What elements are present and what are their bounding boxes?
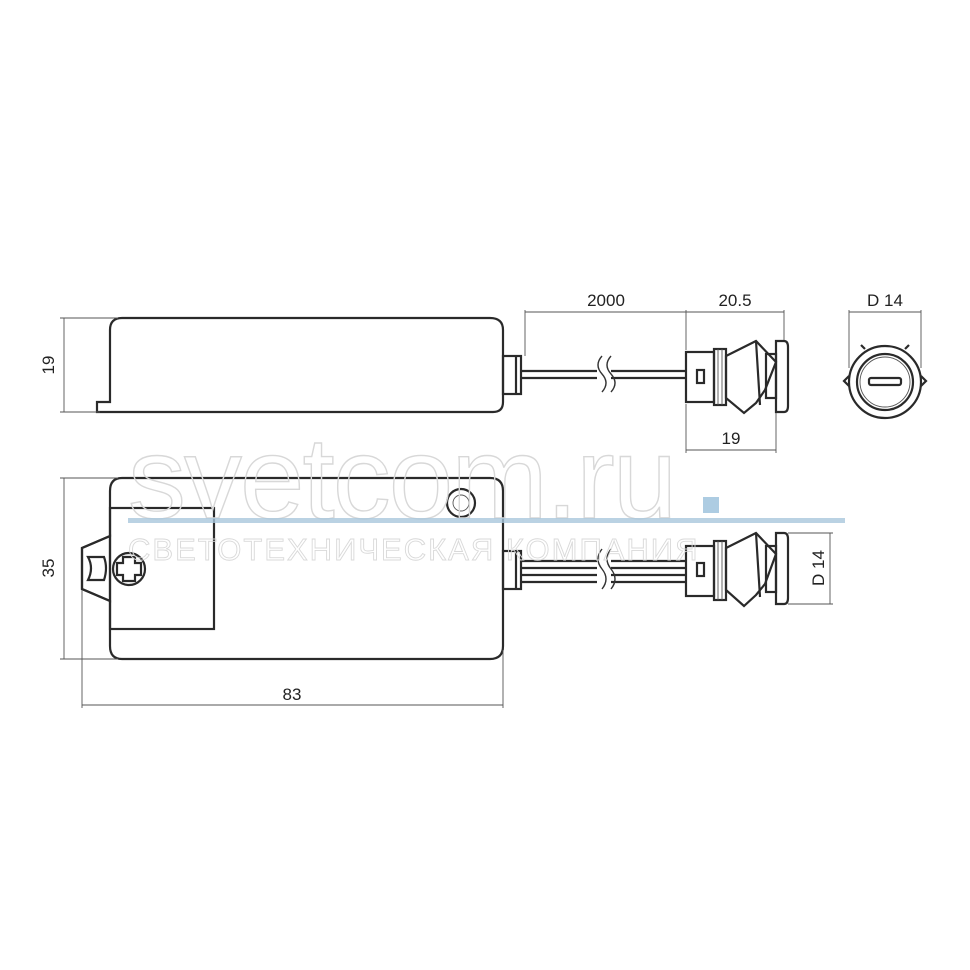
watermark-bar [128,518,845,523]
side-view-driver [95,316,523,414]
dim-side-height: 19 [39,356,58,375]
watermark-brand: svetcom.ru [128,413,675,543]
dim-top-height: 35 [39,559,58,578]
dim-cable-length: 2000 [587,291,625,310]
side-view-sensor [684,339,790,415]
dim-front-diameter: D 14 [867,291,903,310]
dim-sensor-length: 20.5 [718,291,751,310]
watermark-dot [703,497,719,513]
dim-sensor-depth: 19 [722,429,741,448]
dimension-lines [60,310,922,708]
dim-top-length: 83 [283,685,302,704]
watermark-tagline: СВЕТОТЕХНИЧЕСКАЯ КОМПАНИЯ [128,532,699,567]
dim-top-sensor-diameter: D 14 [809,550,828,586]
side-view-cable [521,355,686,393]
top-view-sensor [684,531,790,608]
front-view-sensor [842,344,928,420]
top-view-cables [521,548,686,590]
top-view-driver [80,476,523,661]
dimension-labels: 19 2000 20.5 19 D 14 35 83 D 14 [39,291,903,704]
watermark: svetcom.ru СВЕТОТЕХНИЧЕСКАЯ КОМПАНИЯ [127,412,845,567]
